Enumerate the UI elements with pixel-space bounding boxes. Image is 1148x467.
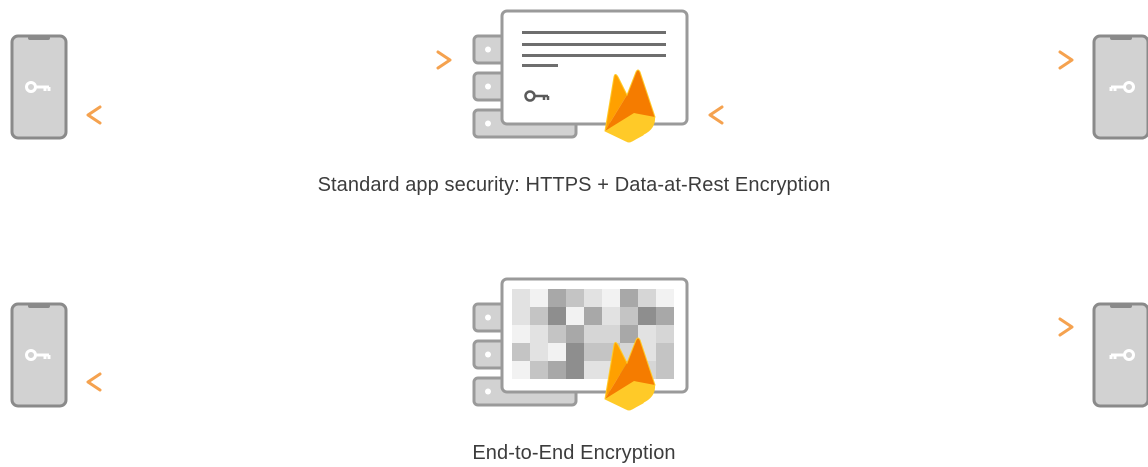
encrypted-block [530,343,548,361]
response-arrow [86,372,466,392]
encrypted-block [584,307,602,325]
key-icon [25,81,51,93]
standard-security-caption: Standard app security: HTTPS + Data-at-R… [317,174,831,196]
firebase-flame-icon [604,337,656,411]
encrypted-block [638,307,656,325]
key-icon [1109,349,1135,361]
encrypted-block [584,289,602,307]
key-icon [524,90,550,102]
encrypted-block [638,325,656,343]
encrypted-block [656,289,674,307]
encrypted-block [602,289,620,307]
request-arrow [690,317,1074,337]
firebase-flame-icon [604,69,656,143]
encrypted-block [548,325,566,343]
encrypted-block [512,343,530,361]
encrypted-block [530,289,548,307]
encrypted-block [566,289,584,307]
e2e-encryption-caption: End-to-End Encryption [472,442,676,464]
encrypted-block [602,325,620,343]
response-arrow [86,105,448,125]
encrypted-block [584,325,602,343]
key-icon [25,349,51,361]
encrypted-block [512,361,530,379]
encrypted-block [512,307,530,325]
encrypted-block [584,361,602,379]
encrypted-block [584,343,602,361]
encrypted-block [566,307,584,325]
encrypted-block [638,289,656,307]
encrypted-block [512,289,530,307]
encrypted-block [566,343,584,361]
request-arrow [90,50,452,70]
encrypted-block [548,307,566,325]
encrypted-blocks [512,289,674,379]
encrypted-block [620,325,638,343]
encrypted-block [656,307,674,325]
encrypted-block [530,361,548,379]
encrypted-block [548,343,566,361]
encrypted-block [530,325,548,343]
encrypted-block [512,325,530,343]
encrypted-block [620,307,638,325]
request-arrow [712,50,1074,70]
encrypted-block [656,325,674,343]
encrypted-block [530,307,548,325]
encrypted-block [656,361,674,379]
encrypted-block [548,289,566,307]
encrypted-block [548,361,566,379]
key-icon [1109,81,1135,93]
encrypted-block [566,361,584,379]
standard-security-diagram [10,9,1148,143]
encrypted-block [566,325,584,343]
response-arrow [708,105,1070,125]
pixelated-data-icon [500,277,689,394]
encrypted-block [656,343,674,361]
e2e-encryption-diagram [10,277,1148,411]
document-icon [500,9,689,126]
encrypted-block [602,307,620,325]
encrypted-block [620,289,638,307]
